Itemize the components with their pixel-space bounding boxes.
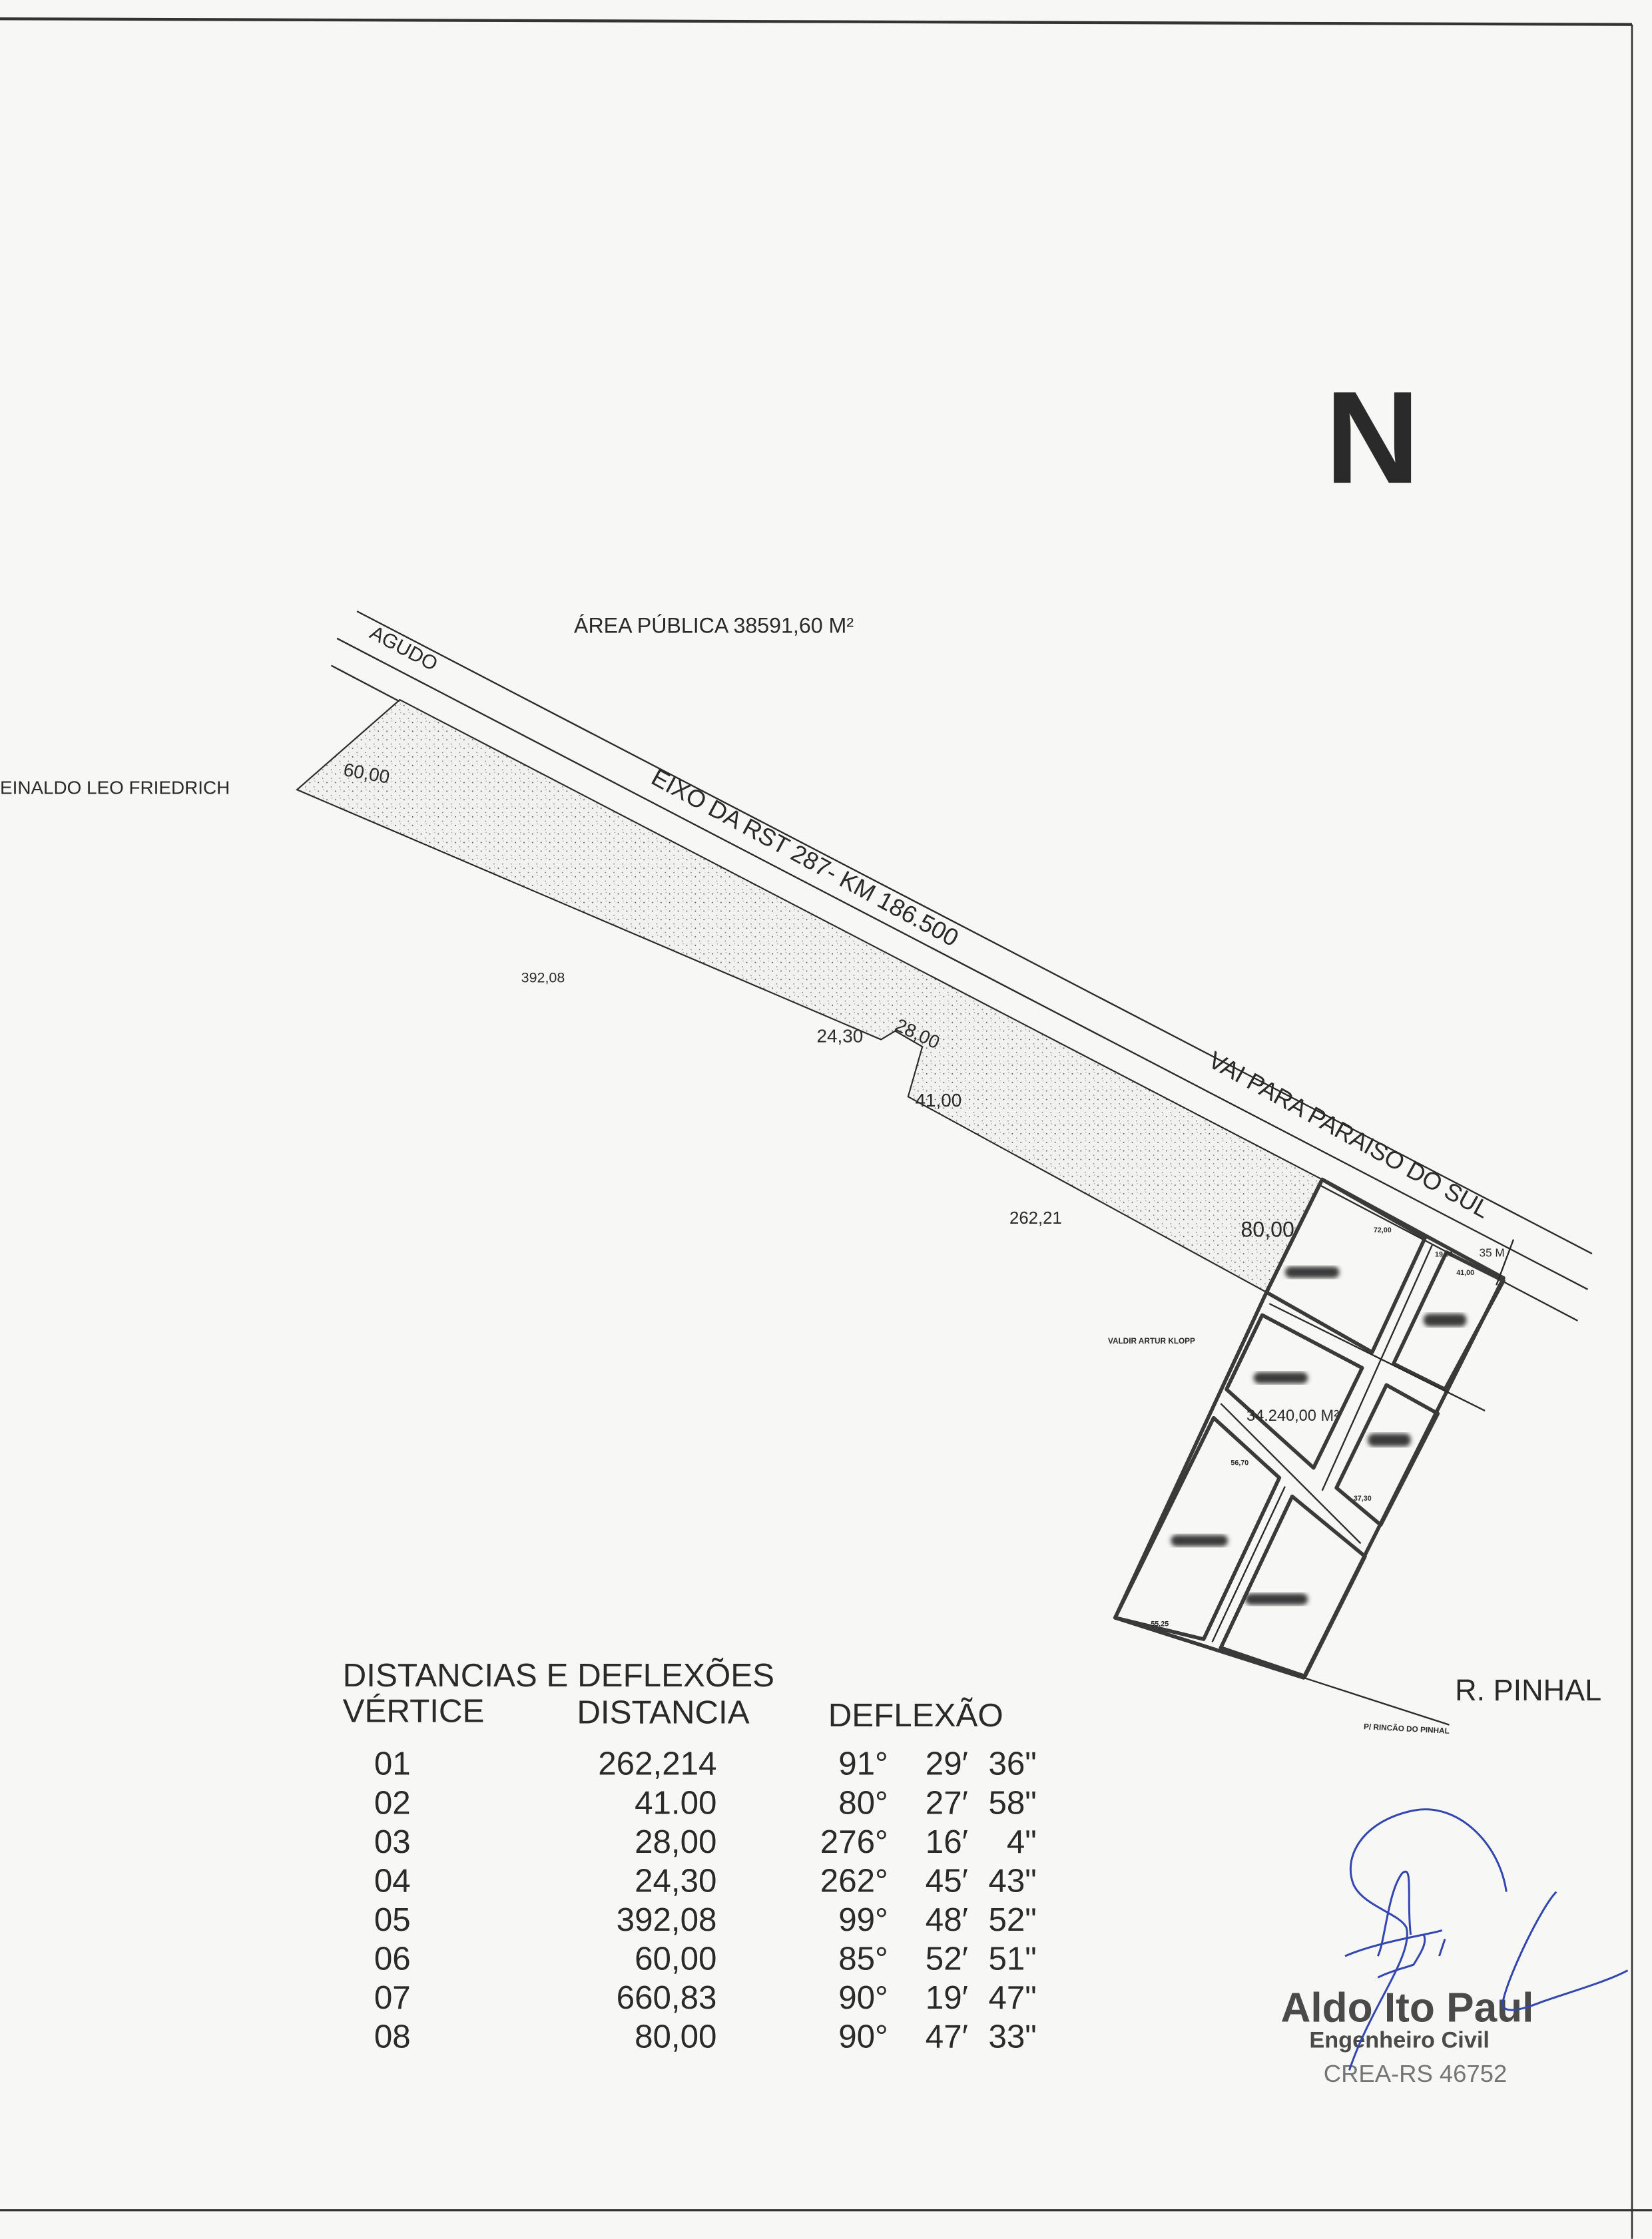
engineer-title: Engenheiro Civil [1309, 2027, 1490, 2053]
neighbor-left-label: EINALDO LEO FRIEDRICH [0, 778, 230, 798]
table-row: 01 262,214 91° 29′ 36" [374, 1746, 1037, 1782]
table-row: 05 392,08 99° 48′ 52" [374, 1901, 1037, 1938]
north-arrow-label: N [1325, 364, 1420, 511]
header-vertex: VÉRTICE [343, 1692, 485, 1729]
edge-dimension: 41,00 [916, 1090, 962, 1111]
deflection-seconds: 33" [988, 2019, 1036, 2055]
table-row: 03 28,00 276° 16′ 4" [374, 1824, 1037, 1860]
engineer-name: Aldo Ito Paul [1280, 1985, 1533, 2031]
deflection-minutes: 29′ [926, 1746, 968, 1782]
deflection-degrees: 85° [838, 1940, 888, 1977]
deflection-minutes: 45′ [926, 1862, 968, 1899]
r-pinhal-label: R. PINHAL [1455, 1673, 1601, 1707]
deflection-minutes: 27′ [926, 1784, 968, 1821]
vertex-cell: 05 [374, 1901, 411, 1938]
distance-cell: 60,00 [635, 1940, 716, 1977]
deflection-minutes: 48′ [926, 1901, 968, 1938]
distance-cell: 41.00 [635, 1784, 716, 1821]
lot-dimension: 55,25 [1151, 1620, 1169, 1628]
block-label-blurred [1171, 1535, 1229, 1547]
sheet-border-top [0, 17, 1632, 26]
distance-cell: 262,214 [598, 1746, 716, 1782]
deflection-seconds: 36" [988, 1746, 1036, 1782]
deflection-degrees: 90° [838, 2019, 888, 2055]
table-row: 07 660,83 90° 19′ 47" [374, 1979, 1037, 2016]
distance-cell: 28,00 [635, 1824, 716, 1860]
neighbor-right-label: VALDIR ARTUR KLOPP [1108, 1337, 1195, 1346]
table-row: 02 41.00 80° 27′ 58" [374, 1784, 1037, 1821]
vertex-cell: 04 [374, 1862, 411, 1899]
lot-dimension: 56,70 [1231, 1459, 1248, 1467]
edge-dimension: 24,30 [817, 1026, 864, 1047]
distances-deflections-table: DISTANCIAS E DEFLEXÕES VÉRTICE DISTANCIA… [343, 1656, 1037, 2055]
deflection-degrees: 80° [838, 1784, 888, 1821]
public-area-parcel [296, 698, 1324, 1294]
header-deflection: DEFLEXÃO [828, 1697, 1003, 1734]
vertex-cell: 08 [374, 2019, 411, 2055]
subdivision-area-label: 34.240,00 M² [1246, 1407, 1339, 1424]
lot-dimension: 41,00 [1456, 1269, 1474, 1277]
highway-rst-287 [330, 611, 1593, 1322]
deflection-degrees: 99° [838, 1901, 888, 1938]
deflection-degrees: 90° [838, 1979, 888, 2016]
vertex-cell: 07 [374, 1979, 411, 2016]
road-width-label: 35 M [1480, 1246, 1505, 1259]
block-label-blurred [1423, 1314, 1467, 1327]
header-distance: DISTANCIA [577, 1694, 749, 1731]
block-label-blurred [1284, 1266, 1340, 1278]
block-label-blurred [1368, 1433, 1411, 1447]
engineer-registration: CREA-RS 46752 [1324, 2060, 1507, 2087]
deflection-seconds: 52" [988, 1901, 1036, 1938]
public-area-label: ÁREA PÚBLICA 38591,60 M² [574, 613, 854, 637]
vertex-cell: 03 [374, 1824, 411, 1860]
table-row: 04 24,30 262° 45′ 43" [374, 1862, 1037, 1899]
deflection-degrees: 91° [838, 1746, 888, 1782]
edge-dimension: 262,21 [1009, 1209, 1062, 1228]
rincao-label: P/ RINCÃO DO PINHAL [1364, 1722, 1450, 1736]
table-title: DISTANCIAS E DEFLEXÕES [343, 1656, 774, 1694]
deflection-seconds: 47" [988, 1979, 1036, 2016]
distance-cell: 660,83 [617, 1979, 717, 2016]
lot-dimension: 19,00 [1435, 1250, 1453, 1258]
edge-dimension: 392,08 [521, 970, 565, 986]
deflection-minutes: 16′ [926, 1824, 968, 1860]
block-label-blurred [1253, 1372, 1308, 1384]
deflection-degrees: 276° [820, 1824, 888, 1860]
table-row: 06 60,00 85° 52′ 51" [374, 1940, 1037, 1977]
edge-dimension: 80,00 [1240, 1217, 1294, 1241]
block-label-blurred [1244, 1593, 1308, 1605]
deflection-minutes: 47′ [926, 2019, 968, 2055]
lot-dimension: 72,00 [1374, 1226, 1392, 1234]
vertex-cell: 02 [374, 1784, 411, 1821]
handwritten-signature [1344, 1808, 1629, 2071]
subdivision-block: 72,00 41,00 19,00 56,70 37,30 55,25 [1113, 1177, 1515, 1726]
engineer-stamp: Aldo Ito Paul Engenheiro Civil CREA-RS 4… [1280, 1808, 1629, 2087]
deflection-minutes: 19′ [926, 1979, 968, 2016]
deflection-minutes: 52′ [926, 1940, 968, 1977]
deflection-seconds: 4" [1007, 1824, 1037, 1860]
deflection-seconds: 43" [988, 1862, 1036, 1899]
distance-cell: 24,30 [635, 1862, 716, 1899]
table-row: 08 80,00 90° 47′ 33" [374, 2019, 1037, 2055]
lot-dimension: 37,30 [1354, 1495, 1372, 1503]
distance-cell: 392,08 [617, 1901, 717, 1938]
deflection-seconds: 58" [988, 1784, 1036, 1821]
deflection-seconds: 51" [988, 1940, 1036, 1977]
vertex-cell: 06 [374, 1940, 411, 1977]
vertex-cell: 01 [374, 1746, 411, 1782]
distance-cell: 80,00 [635, 2019, 716, 2055]
deflection-degrees: 262° [820, 1862, 888, 1899]
